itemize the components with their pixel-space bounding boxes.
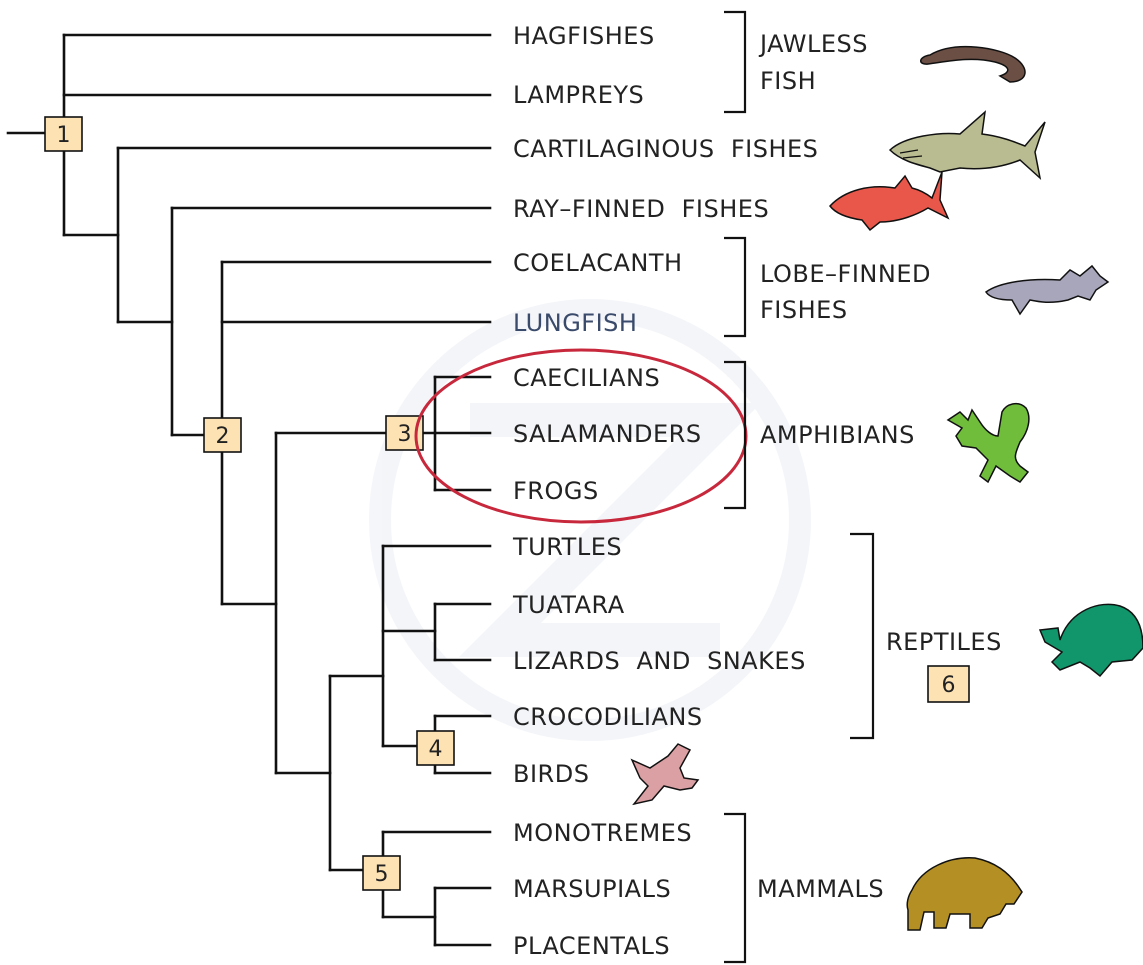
turtle-icon <box>1040 604 1143 676</box>
shark-icon <box>890 112 1045 178</box>
node-6-label: 6 <box>942 673 956 698</box>
node-5: 5 <box>363 856 400 890</box>
bird-icon <box>632 744 698 804</box>
taxon-marsupials: MARSUPIALS <box>513 875 671 903</box>
node-4: 4 <box>417 731 454 765</box>
node-4-label: 4 <box>429 737 443 762</box>
node-6: 6 <box>928 666 969 702</box>
bracket-jawless <box>724 12 745 112</box>
taxon-salamanders: SALAMANDERS <box>513 420 702 448</box>
taxon-caecilians: CAECILIANS <box>513 364 660 392</box>
taxon-hagfishes: HAGFISHES <box>513 22 655 50</box>
ray-finned-fish-icon <box>830 172 948 230</box>
taxon-ray-finned-fishes: RAY–FINNED FISHES <box>513 195 769 223</box>
taxon-tuatara: TUATARA <box>512 591 625 619</box>
taxon-monotremes: MONOTREMES <box>513 819 692 847</box>
taxon-coelacanth: COELACANTH <box>513 249 683 277</box>
node-2-label: 2 <box>216 424 230 449</box>
group-lobe-finned-line2: FISHES <box>760 296 848 324</box>
bracket-lobe-finned <box>724 238 745 336</box>
group-jawless-line2: FISH <box>760 67 816 95</box>
group-amphibians: AMPHIBIANS <box>760 421 915 449</box>
group-reptiles: REPTILES <box>886 628 1002 656</box>
hagfish-icon <box>921 47 1025 82</box>
bear-icon <box>907 858 1022 930</box>
node-5-label: 5 <box>375 862 389 887</box>
bracket-reptiles <box>850 534 873 738</box>
group-lobe-finned-line1: LOBE–FINNED <box>760 260 931 288</box>
taxon-crocodilians: CROCODILIANS <box>513 703 703 731</box>
node-1-label: 1 <box>57 123 71 148</box>
taxon-birds: BIRDS <box>513 760 589 788</box>
lobe-finned-fish-icon <box>986 266 1108 314</box>
taxon-frogs: FROGS <box>513 477 599 505</box>
taxon-turtles: TURTLES <box>512 533 622 561</box>
bracket-mammals <box>724 814 745 962</box>
taxon-cartilaginous-fishes: CARTILAGINOUS FISHES <box>513 135 818 163</box>
taxon-placentals: PLACENTALS <box>513 932 670 960</box>
cladogram-branches <box>8 35 490 945</box>
node-3-label: 3 <box>398 422 412 447</box>
taxon-lungfish: LUNGFISH <box>513 309 637 337</box>
taxon-lizards-and-snakes: LIZARDS AND SNAKES <box>513 647 806 675</box>
group-jawless-line1: JAWLESS <box>758 30 868 58</box>
node-1: 1 <box>45 117 82 151</box>
group-mammals: MAMMALS <box>757 875 884 903</box>
taxon-lampreys: LAMPREYS <box>513 81 644 109</box>
frog-icon <box>948 404 1029 482</box>
node-2: 2 <box>204 418 241 452</box>
